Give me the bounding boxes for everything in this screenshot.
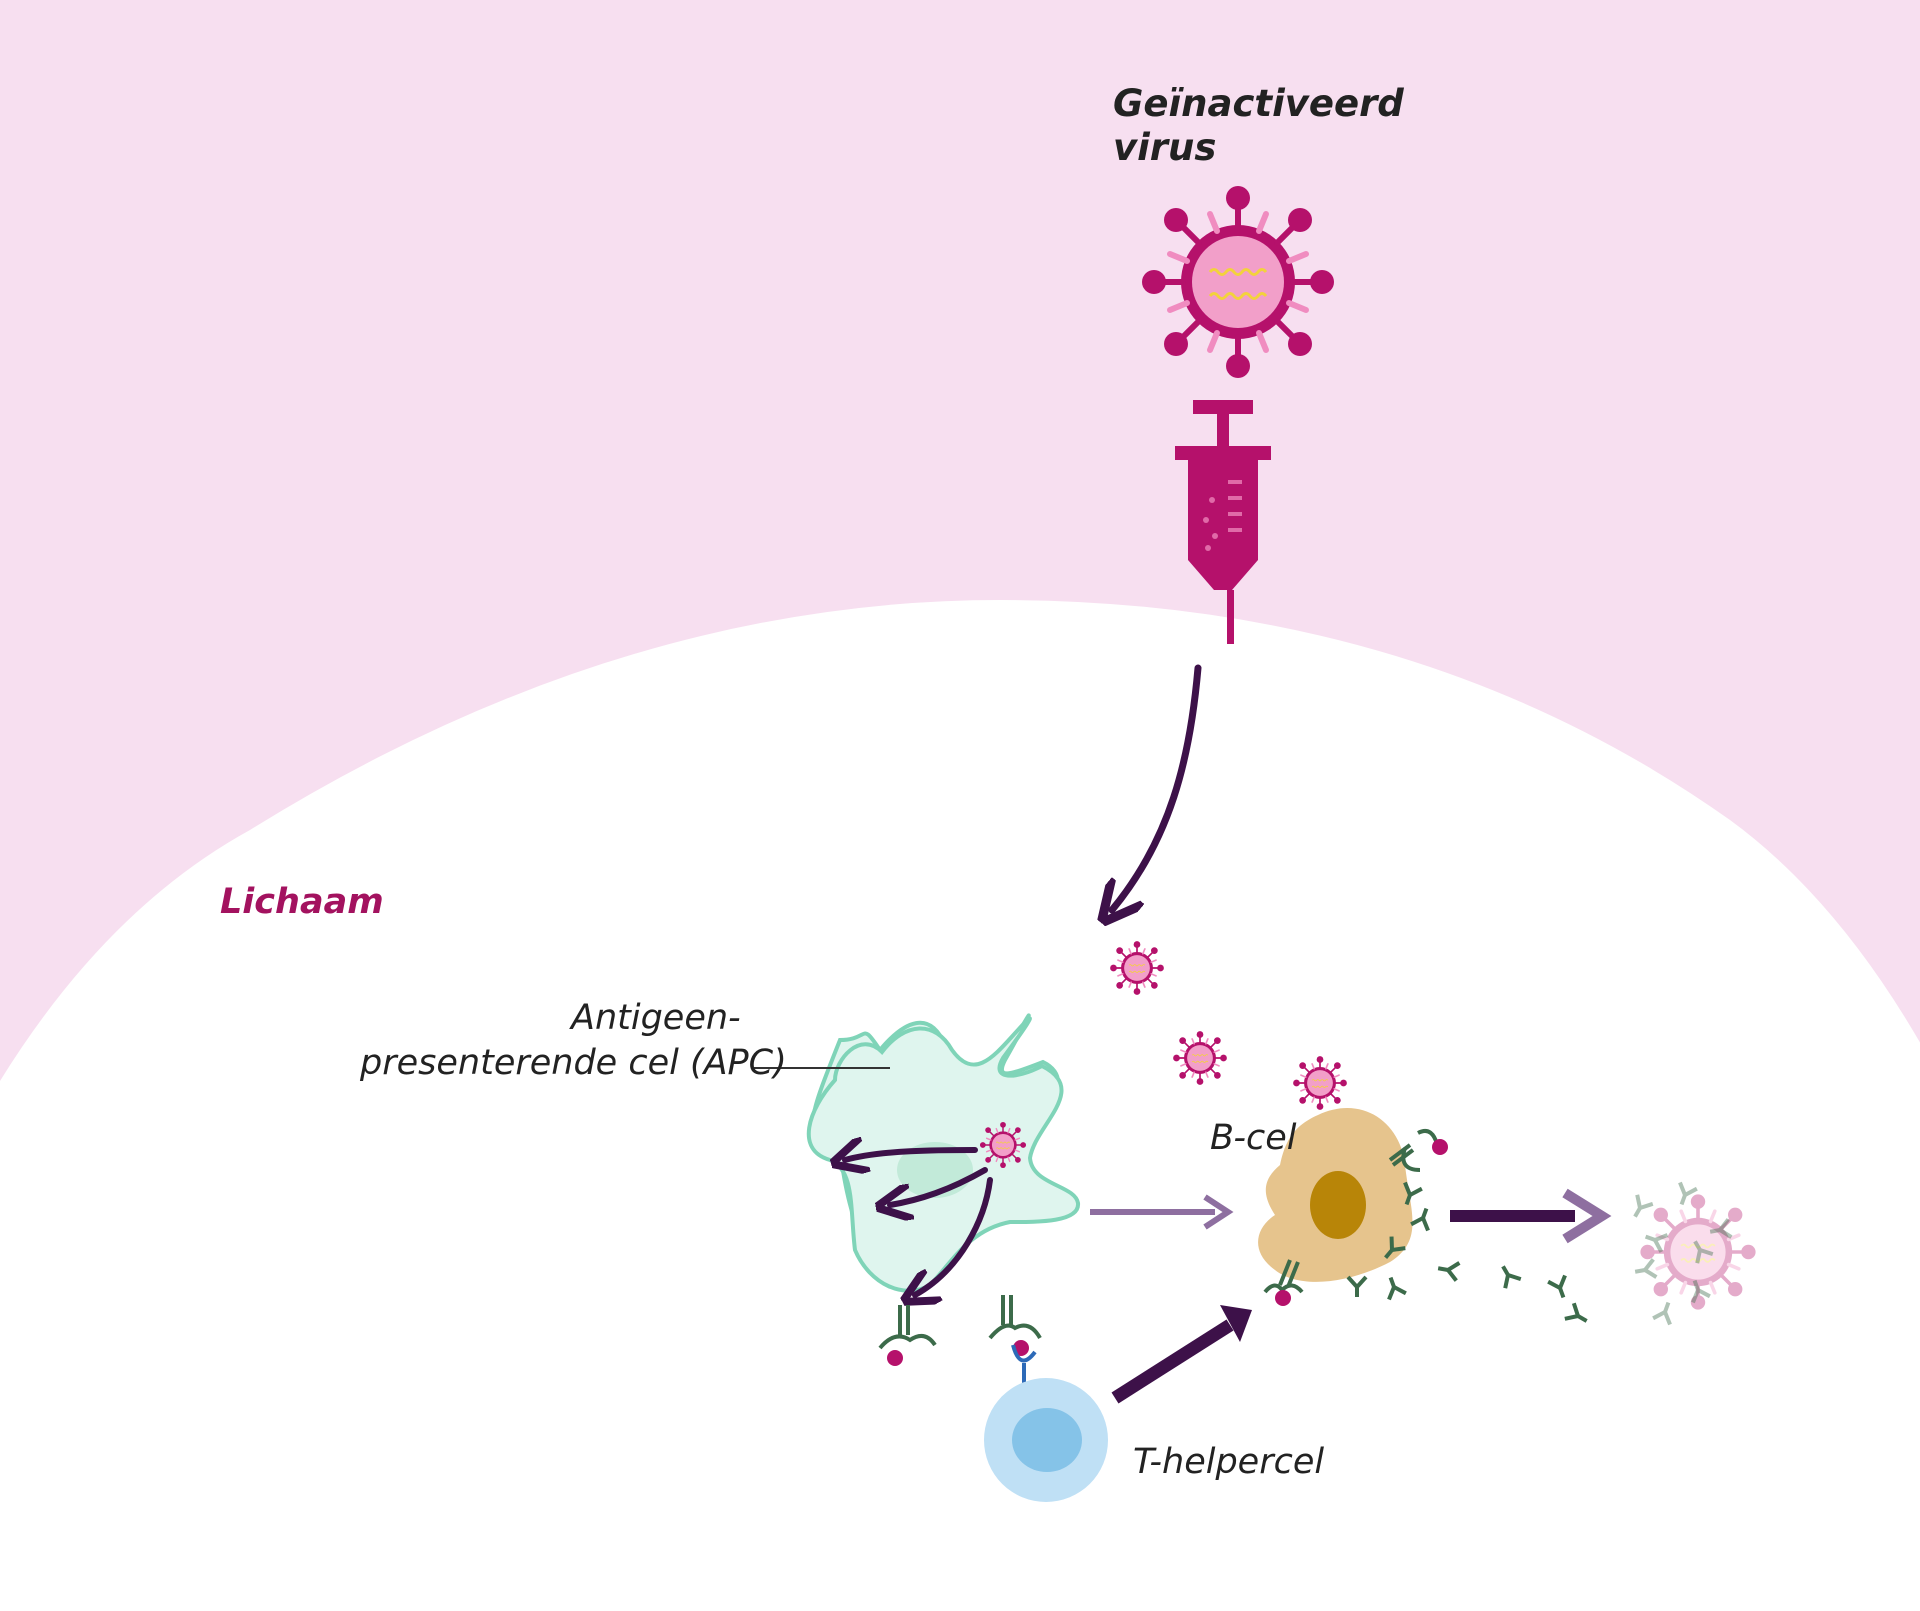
t-helper-cell [984,1378,1108,1502]
thelper-label: T-helpercel [1133,1442,1325,1482]
inactivated-virus-icon [1142,186,1334,378]
tcell-to-bcell-arrow [1111,1319,1234,1404]
bcell-label: B-cel [1210,1118,1297,1158]
injection-arrow [1112,664,1202,910]
apc-antigen-1 [887,1350,903,1366]
b-cell-receptors [1263,1128,1440,1294]
syringe-icon [1175,400,1271,644]
virus-particle-2-icon [1172,1030,1228,1086]
apc-receptor-2 [988,1295,1042,1340]
apc-processing-arrows [845,1150,993,1295]
bcell-to-neutralization-arrowhead [1562,1188,1612,1244]
b-cell-antigen-1 [1432,1139,1448,1155]
virus-particle-3-icon [1292,1055,1348,1111]
apc-to-bcell-arrowhead [1203,1194,1234,1230]
body-label: Lichaam [220,882,384,922]
apc-label-line2: presenterende cel (APC) [360,1043,787,1083]
virus-title-line2: virus [1113,126,1217,169]
virus-title-line1: Geïnactiveerd [1113,82,1404,125]
tcell-to-bcell-arrowhead [1220,1305,1252,1342]
apc-label-line1: Antigeen- [571,998,741,1038]
tcell-receptor [1011,1344,1037,1385]
b-cell [1258,1108,1413,1282]
apc-receptor-1 [878,1305,937,1350]
virus-particle-1-icon [1109,940,1165,996]
apc-virus-icon [979,1121,1027,1169]
b-cell-antigen-2 [1275,1290,1291,1306]
